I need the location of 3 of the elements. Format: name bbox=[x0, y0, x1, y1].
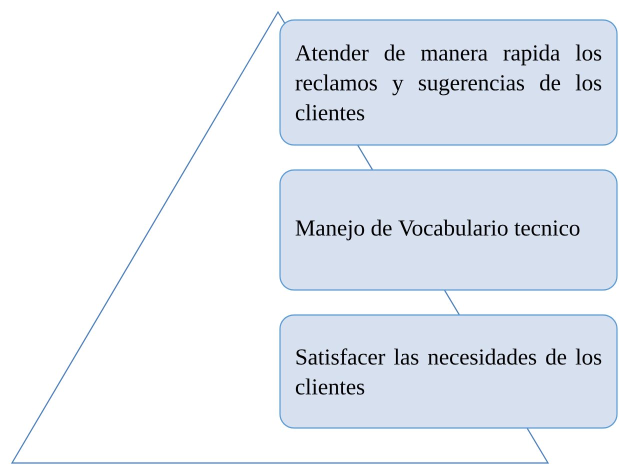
text-box: Satisfacer las necesidades de los clientes bbox=[279, 314, 618, 429]
text-box: Atender de manera rapida los reclamos y sugerencias de los clientes bbox=[279, 19, 618, 146]
text-box: Manejo de Vocabulario tecnico bbox=[279, 169, 618, 291]
